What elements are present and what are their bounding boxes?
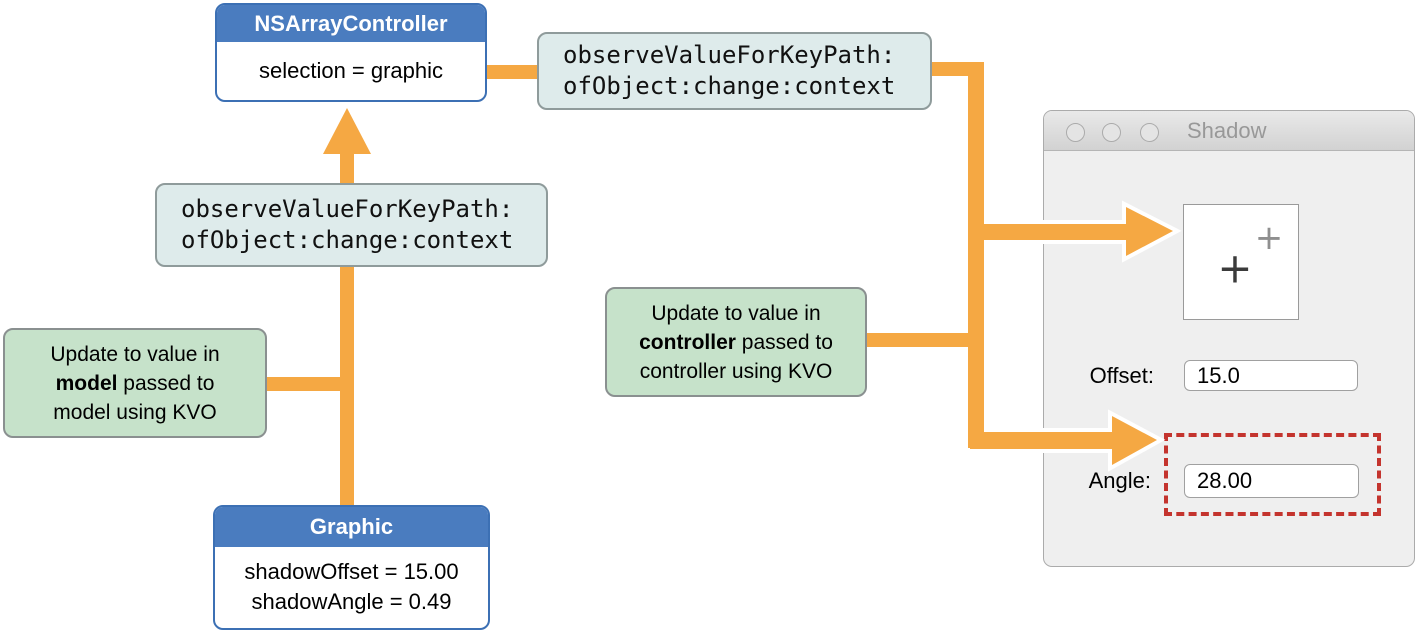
shadow-target-marker-icon: + [1254, 218, 1284, 258]
nsarraycontroller-title: NSArrayController [217, 5, 485, 42]
note-model-line1: Update to value in [50, 342, 220, 366]
shadow-offset-canvas[interactable]: + + [1183, 204, 1299, 320]
note-controller-line3: controller using KVO [639, 359, 833, 383]
offset-label: Offset: [1089, 363, 1154, 388]
nsarraycontroller-body: selection = graphic [258, 58, 444, 83]
close-button[interactable] [1066, 123, 1085, 142]
line-controller-to-kvo [487, 65, 540, 79]
note-model-line2: model passed to [55, 371, 215, 395]
graphic-shadow-offset: shadowOffset = 15.00 [244, 559, 459, 584]
kvo-top-line1: observeValueForKeyPath: [563, 41, 896, 69]
graphic-title: Graphic [215, 507, 488, 547]
graphic-shadow-angle: shadowAngle = 0.49 [251, 589, 452, 614]
arrow-to-array-controller [323, 108, 371, 154]
angle-label: Angle: [1088, 468, 1151, 493]
node-kvo-callback-mid: observeValueForKeyPath: ofObject:change:… [155, 183, 548, 267]
node-nsarraycontroller: NSArrayController selection = graphic [215, 3, 487, 102]
zoom-button[interactable] [1140, 123, 1159, 142]
line-controller-note-join [867, 333, 984, 347]
node-graphic: Graphic shadowOffset = 15.00 shadowAngle… [213, 505, 490, 630]
note-model-line3: model using KVO [53, 400, 217, 424]
note-controller-line1: Update to value in [651, 301, 821, 325]
kvo-top-line2: ofObject:change:context [563, 72, 896, 100]
note-controller-bold: controller [639, 330, 736, 354]
angle-highlight-box [1164, 433, 1381, 516]
note-controller-line2: controller passed to [639, 330, 833, 354]
offset-input[interactable] [1184, 360, 1358, 391]
note-controller-update: Update to value in controller passed to … [605, 287, 867, 397]
kvo-mid-line2: ofObject:change:context [181, 226, 514, 254]
line-vertical-right [968, 62, 984, 448]
note-model-bold: model [55, 371, 118, 395]
line-model-note-join [267, 377, 354, 391]
minimize-button[interactable] [1102, 123, 1121, 142]
line-kvo-right [932, 62, 984, 76]
kvo-mid-line1: observeValueForKeyPath: [181, 195, 514, 223]
shadow-window: Shadow + + Offset: Angle: [1043, 110, 1415, 567]
angle-input[interactable] [1184, 464, 1359, 498]
window-titlebar[interactable]: Shadow [1044, 111, 1414, 151]
note-model-update: Update to value in model passed to model… [3, 328, 267, 438]
node-kvo-callback-top: observeValueForKeyPath: ofObject:change:… [537, 32, 932, 110]
shadow-origin-marker-icon: + [1217, 243, 1253, 293]
window-title: Shadow [1187, 118, 1267, 143]
